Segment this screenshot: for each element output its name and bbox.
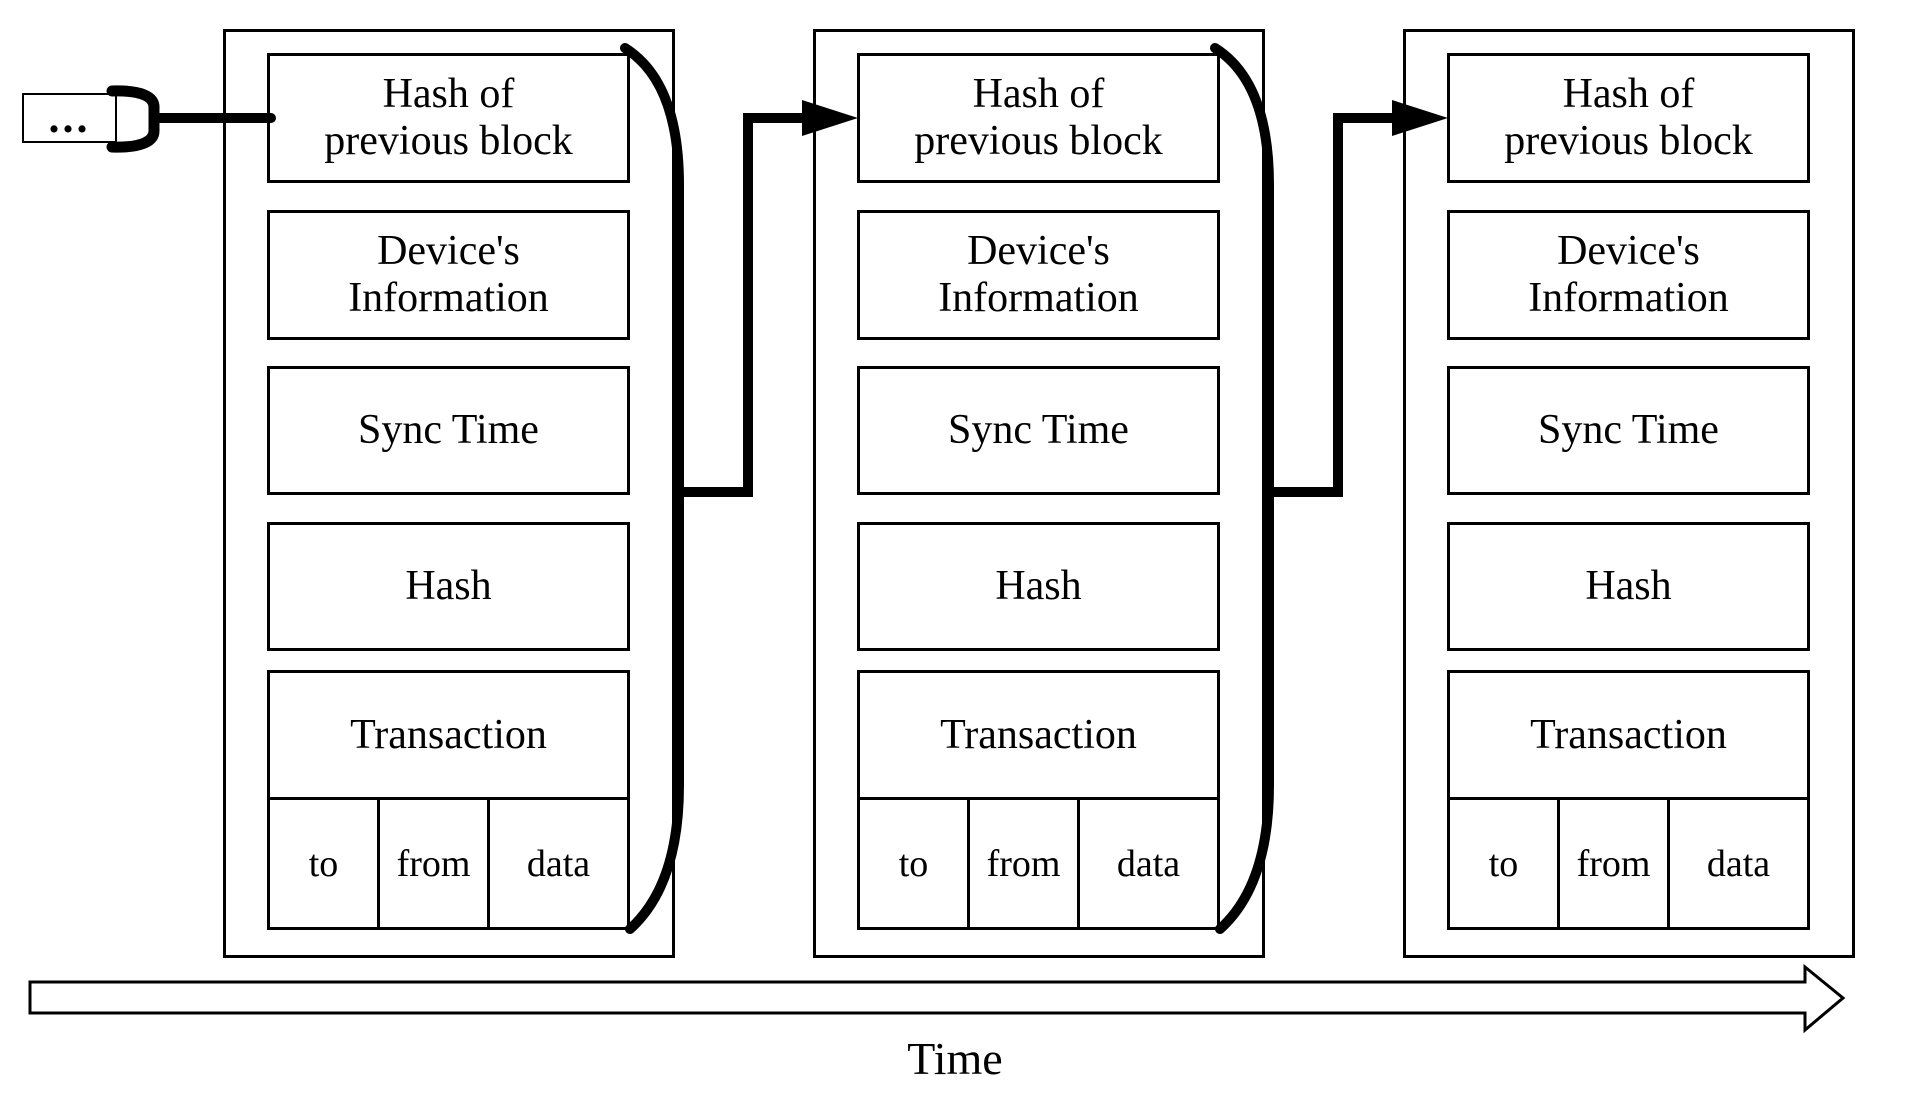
transaction-data-cell: data: [526, 842, 591, 885]
device-information-box: Device's Information: [857, 210, 1220, 340]
transaction-to-cell: to: [1450, 800, 1560, 927]
transaction-from-cell: from: [1560, 800, 1670, 927]
field-label: Device's Information: [348, 228, 549, 321]
field-label: Sync Time: [948, 407, 1129, 453]
field-label: Device's Information: [938, 228, 1139, 321]
transaction-table: Transaction to from data: [267, 670, 630, 930]
previous-chain-plug-icon: [106, 85, 160, 153]
transaction-table: Transaction to from data: [1447, 670, 1810, 930]
transaction-label: Transaction: [270, 673, 627, 800]
field-label: Transaction: [940, 712, 1137, 758]
device-information-box: Device's Information: [267, 210, 630, 340]
field-label: Hash: [1585, 563, 1672, 609]
field-label: Hash of previous block: [324, 71, 573, 164]
transaction-data-cell: data: [1706, 842, 1771, 885]
block-2: Hash of previous block Device's Informat…: [813, 29, 1265, 958]
time-axis-label: Time: [907, 1033, 1003, 1084]
device-information-box: Device's Information: [1447, 210, 1810, 340]
transaction-to-cell: to: [860, 800, 970, 927]
hash-box: Hash: [857, 522, 1220, 651]
block2-to-block3-arrow: [1267, 113, 1394, 497]
field-label: Transaction: [350, 712, 547, 758]
transaction-label: Transaction: [1450, 673, 1807, 800]
sync-time-box: Sync Time: [1447, 366, 1810, 495]
transaction-data-cell: data: [1116, 842, 1181, 885]
transaction-to-cell: to: [270, 800, 380, 927]
ellipsis-label: ...: [48, 93, 91, 142]
sync-time-box: Sync Time: [267, 366, 630, 495]
previous-chain-box: ...: [22, 93, 117, 143]
field-label: Sync Time: [358, 407, 539, 453]
block1-to-block2-arrow: [677, 113, 804, 497]
hash-of-previous-block-box: Hash of previous block: [857, 53, 1220, 183]
transaction-columns: to from data: [860, 800, 1217, 927]
transaction-label: Transaction: [860, 673, 1217, 800]
hash-box: Hash: [1447, 522, 1810, 651]
transaction-from-cell: from: [970, 800, 1080, 927]
field-label: Sync Time: [1538, 407, 1719, 453]
field-label: Hash: [405, 563, 492, 609]
field-label: Transaction: [1530, 712, 1727, 758]
sync-time-box: Sync Time: [857, 366, 1220, 495]
field-label: Hash of previous block: [1504, 71, 1753, 164]
field-label: Hash: [995, 563, 1082, 609]
time-axis-arrow-icon: [28, 963, 1846, 1034]
block-1: Hash of previous block Device's Informat…: [223, 29, 675, 958]
block-3: Hash of previous block Device's Informat…: [1403, 29, 1855, 958]
transaction-columns: to from data: [1450, 800, 1807, 927]
field-label: Device's Information: [1528, 228, 1729, 321]
transaction-from-cell: from: [380, 800, 490, 927]
hash-of-previous-block-box: Hash of previous block: [1447, 53, 1810, 183]
field-label: Hash of previous block: [914, 71, 1163, 164]
transaction-columns: to from data: [270, 800, 627, 927]
hash-of-previous-block-box: Hash of previous block: [267, 53, 630, 183]
hash-box: Hash: [267, 522, 630, 651]
transaction-table: Transaction to from data: [857, 670, 1220, 930]
